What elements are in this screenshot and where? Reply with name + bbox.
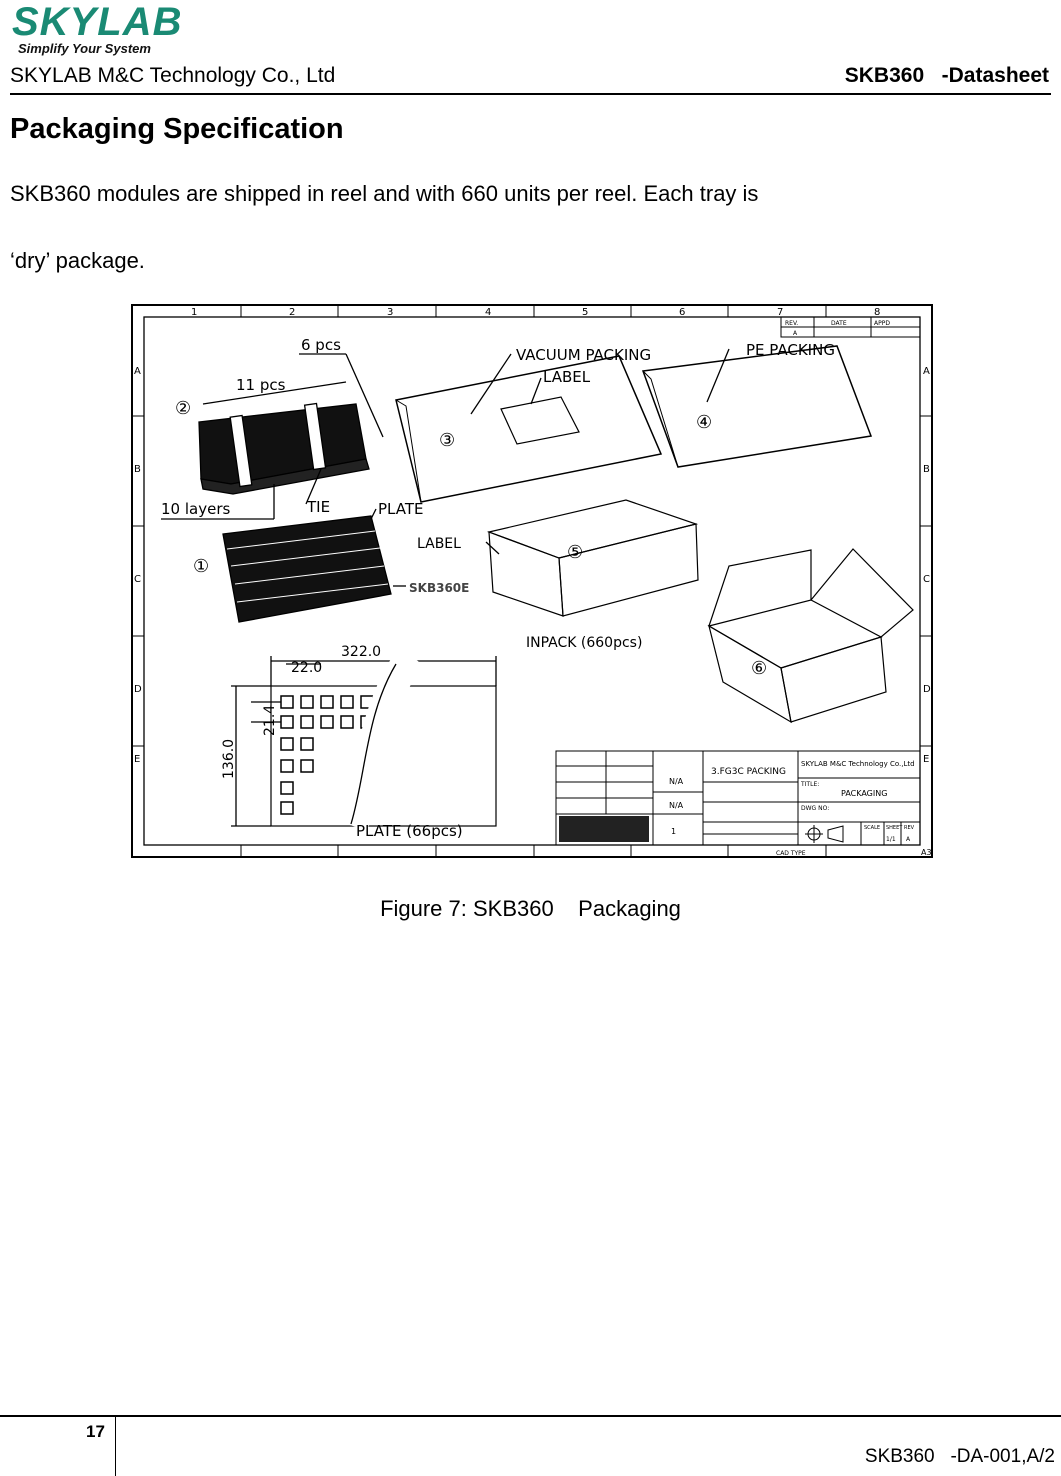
- appd-header: APPD: [874, 320, 890, 327]
- page-number: 17: [86, 1422, 105, 1441]
- label-6-pcs: 6 pcs: [301, 336, 341, 354]
- tb-company: SKYLAB M&C Technology Co.,Ltd: [801, 760, 915, 768]
- dim-height: 136.0: [221, 739, 237, 779]
- label-tie: TIE: [306, 498, 330, 516]
- row-label-e: E: [134, 754, 140, 765]
- tb-finish: N/A: [669, 801, 684, 810]
- tb-rev-value: A: [906, 836, 911, 843]
- col-label-6: 6: [679, 307, 685, 318]
- label-label-vacuum: LABEL: [543, 368, 591, 386]
- footer-divider: [0, 1415, 1061, 1417]
- row-label-b-right: B: [923, 464, 930, 475]
- tb-part-name: 3.FG3C PACKING: [711, 767, 786, 777]
- tb-title: PACKAGING: [841, 789, 887, 798]
- label-vacuum-packing: VACUUM PACKING: [516, 346, 651, 364]
- row-label-c: C: [134, 574, 141, 585]
- col-label-1: 1: [191, 307, 197, 318]
- label-sku: SKB360E: [409, 581, 469, 595]
- document-name: SKB360 -Datasheet: [844, 64, 1049, 87]
- label-plate-66: PLATE (66pcs): [356, 822, 463, 840]
- document-code: SKB360 -DA-001,A/2: [864, 1446, 1055, 1467]
- step-3-marker: ③: [439, 430, 455, 451]
- tb-cad-type: CAD TYPE: [776, 850, 806, 857]
- step-1-marker: ①: [193, 556, 209, 577]
- tb-material: N/A: [669, 777, 684, 786]
- dim-pitch-y: 21.4: [262, 705, 278, 736]
- col-label-8: 8: [874, 307, 880, 318]
- label-label-box: LABEL: [417, 536, 461, 552]
- row-label-d: D: [134, 684, 142, 695]
- header-divider: [10, 93, 1051, 95]
- label-inpack: INPACK (660pcs): [526, 635, 642, 651]
- col-label-3: 3: [387, 307, 393, 318]
- rev-value: A: [793, 330, 798, 337]
- dim-pitch-x: 22.0: [291, 660, 322, 676]
- title-block: [555, 750, 921, 846]
- skylab-logo: SKYLAB Simplify Your System: [12, 2, 182, 56]
- logo-wordmark: SKYLAB: [12, 0, 183, 44]
- tb-title-label: TITLE:: [800, 781, 819, 788]
- col-label-2: 2: [289, 307, 295, 318]
- body-paragraph-line-2: ‘dry’ package.: [10, 248, 145, 273]
- label-10-layers: 10 layers: [161, 500, 230, 518]
- row-label-d-right: D: [923, 684, 931, 695]
- company-name: SKYLAB M&C Technology Co., Ltd: [10, 64, 336, 87]
- step-2-marker: ②: [175, 398, 191, 419]
- logo-tagline: Simplify Your System: [18, 41, 151, 56]
- date-header: DATE: [831, 320, 847, 327]
- label-11-pcs: 11 pcs: [236, 376, 286, 394]
- tb-qty: 1: [671, 827, 676, 836]
- row-label-a-right: A: [923, 366, 930, 377]
- single-plate-stack: [222, 515, 392, 623]
- col-label-5: 5: [582, 307, 588, 318]
- step-5-marker: ⑤: [567, 542, 583, 563]
- row-label-c-right: C: [923, 574, 930, 585]
- step-6-marker: ⑥: [751, 658, 767, 679]
- footer-vertical-divider: [115, 1415, 116, 1476]
- row-label-b: B: [134, 464, 141, 475]
- dim-width: 322.0: [341, 644, 381, 660]
- row-label-e-right: E: [923, 754, 929, 765]
- tb-rev: REV: [904, 825, 915, 831]
- tray-stack-bundle: [198, 402, 370, 495]
- body-paragraph-line-1: SKB360 modules are shipped in reel and w…: [10, 181, 759, 206]
- col-label-4: 4: [485, 307, 491, 318]
- projection-symbol-icon: [805, 825, 844, 843]
- row-label-a: A: [134, 366, 141, 377]
- rev-header: REV.: [785, 320, 798, 327]
- tb-size: A3: [921, 848, 932, 857]
- tb-sheet: SHEET: [886, 825, 903, 831]
- figure-caption: Figure 7: SKB360 Packaging: [380, 896, 681, 921]
- step-4-marker: ④: [696, 412, 712, 433]
- label-plate: PLATE: [378, 500, 423, 518]
- section-title: Packaging Specification: [10, 113, 344, 145]
- label-pe-packing: PE PACKING: [746, 341, 835, 359]
- tb-dwg-no: DWG NO:: [801, 805, 829, 812]
- packaging-drawing: 1 2 3 4 5 6 7 8 A B C D E A B C D E REV.…: [131, 304, 934, 859]
- tb-scale: SCALE: [864, 825, 880, 831]
- tb-sheet-value: 1/1: [886, 836, 896, 843]
- col-label-7: 7: [777, 307, 783, 318]
